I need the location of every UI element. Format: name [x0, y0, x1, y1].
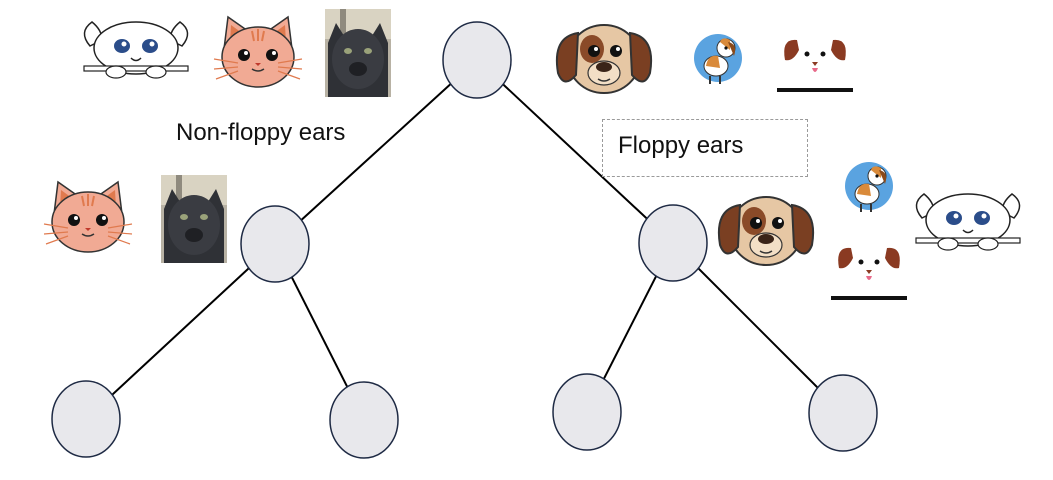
tree-node-right-right [808, 374, 878, 452]
white-cat-icon [83, 21, 189, 79]
orange-cat-icon [213, 16, 303, 88]
tree-node-left-left [51, 380, 121, 458]
floppy-ears-label-box [602, 119, 808, 177]
tree-edge-right-to-right-right [672, 242, 844, 414]
white-dog-icon [831, 236, 907, 300]
tree-node-root [442, 21, 512, 99]
tree-nodes [51, 21, 878, 459]
tree-edge-root-to-left [274, 59, 478, 245]
tree-edge-left-to-left-left [85, 243, 276, 420]
brown-dog-icon [717, 196, 815, 266]
white-dog-icon [777, 28, 853, 92]
black-cat-photo [161, 175, 227, 263]
beagle-icon [693, 33, 743, 85]
tree-node-right [638, 204, 708, 282]
black-cat-photo [325, 9, 391, 97]
brown-dog-icon [555, 24, 653, 94]
tree-node-left [240, 205, 310, 283]
tree-node-right-left [552, 373, 622, 451]
white-cat-icon [915, 193, 1021, 251]
beagle-icon [844, 161, 894, 213]
orange-cat-icon [43, 181, 133, 253]
tree-edge-root-to-right [476, 59, 674, 244]
floppy-ears-label: Floppy ears [618, 132, 744, 159]
non-floppy-ears-label: Non-floppy ears [176, 119, 346, 146]
tree-node-left-right [329, 381, 399, 459]
